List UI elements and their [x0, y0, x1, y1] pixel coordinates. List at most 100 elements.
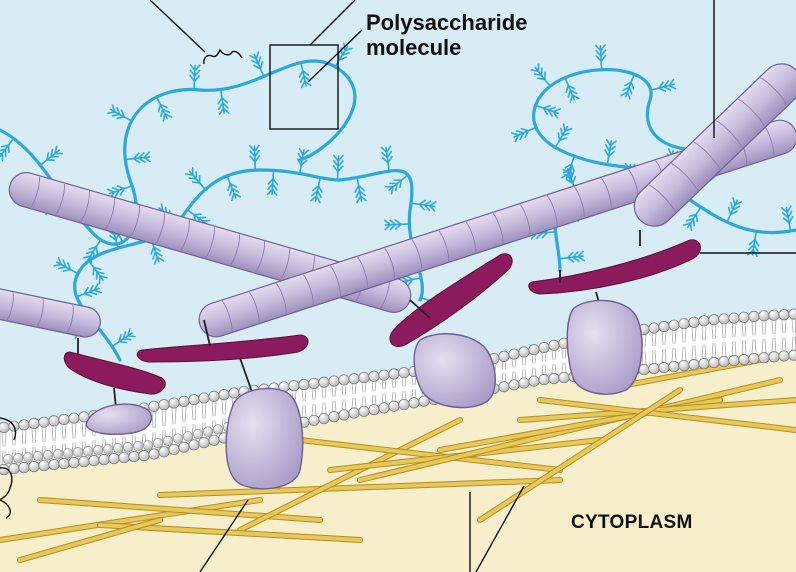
phospholipid-head: [143, 440, 153, 450]
phospholipid-head: [29, 418, 39, 428]
phospholipid-head: [29, 461, 39, 471]
phospholipid-head: [179, 396, 189, 406]
polysaccharide-label: Polysaccharide molecule: [366, 10, 527, 61]
phospholipid-head: [79, 456, 89, 466]
phospholipid-head: [189, 440, 199, 450]
phospholipid-head: [749, 353, 759, 363]
phospholipid-head: [103, 444, 113, 454]
polysaccharide-branch: [93, 251, 94, 258]
phospholipid-head: [159, 399, 169, 409]
phospholipid-head: [499, 382, 509, 392]
phospholipid-head: [123, 442, 133, 452]
phospholipid-head: [549, 373, 559, 383]
phospholipid-head: [379, 370, 389, 380]
phospholipid-head: [699, 358, 709, 368]
phospholipid-head: [229, 388, 239, 398]
phospholipid-head: [519, 378, 529, 388]
phospholipid-head: [349, 374, 359, 384]
phospholipid-head: [679, 360, 689, 370]
phospholipid-head: [309, 415, 319, 425]
phospholipid-head: [659, 362, 669, 372]
integrin-protein: [414, 334, 495, 408]
polysaccharide-label-line1: Polysaccharide: [366, 10, 527, 35]
phospholipid-head: [69, 457, 79, 467]
phospholipid-head: [193, 429, 203, 439]
phospholipid-head: [69, 413, 79, 423]
phospholipid-head: [349, 408, 359, 418]
phospholipid-head: [719, 356, 729, 366]
phospholipid-head: [779, 309, 789, 319]
phospholipid-head: [179, 442, 189, 452]
phospholipid-head: [559, 372, 569, 382]
phospholipid-head: [329, 376, 339, 386]
phospholipid-head: [389, 369, 399, 379]
polysaccharide-branch: [186, 174, 193, 175]
phospholipid-head: [379, 403, 389, 413]
phospholipid-head: [709, 314, 719, 324]
phospholipid-head: [23, 452, 33, 462]
phospholipid-head: [789, 309, 796, 319]
phospholipid-head: [759, 311, 769, 321]
phospholipid-head: [53, 449, 63, 459]
phospholipid-head: [43, 450, 53, 460]
phospholipid-head: [409, 398, 419, 408]
phospholipid-head: [689, 317, 699, 327]
phospholipid-head: [509, 380, 519, 390]
polysaccharide-branch: [128, 336, 135, 337]
phospholipid-head: [329, 412, 339, 422]
phospholipid-head: [319, 413, 329, 423]
polysaccharide-branch: [189, 178, 196, 179]
phospholipid-head: [649, 363, 659, 373]
phospholipid-head: [19, 462, 29, 472]
phospholipid-head: [49, 416, 59, 426]
phospholipid-head: [539, 374, 549, 384]
phospholipid-head: [519, 347, 529, 357]
phospholipid-head: [769, 352, 779, 362]
phospholipid-head: [649, 323, 659, 333]
polysaccharide-branch: [691, 223, 692, 230]
phospholipid-head: [93, 445, 103, 455]
phospholipid-head: [669, 361, 679, 371]
phospholipid-head: [319, 377, 329, 387]
phospholipid-head: [149, 401, 159, 411]
phospholipid-head: [659, 321, 669, 331]
phospholipid-head: [339, 410, 349, 420]
phospholipid-head: [19, 420, 29, 430]
phospholipid-head: [549, 340, 559, 350]
polysaccharide-branch: [696, 214, 697, 221]
phospholipid-head: [169, 398, 179, 408]
polysaccharide-label-line2: molecule: [366, 35, 527, 60]
phospholipid-head: [3, 454, 13, 464]
phospholipid-head: [0, 422, 9, 432]
phospholipid-head: [99, 454, 109, 464]
phospholipid-head: [213, 425, 223, 435]
phospholipid-head: [13, 453, 23, 463]
phospholipid-head: [769, 310, 779, 320]
phospholipid-head: [689, 359, 699, 369]
phospholipid-head: [509, 349, 519, 359]
phospholipid-head: [729, 313, 739, 323]
phospholipid-head: [89, 455, 99, 465]
phospholipid-head: [389, 401, 399, 411]
phospholipid-head: [729, 355, 739, 365]
phospholipid-head: [699, 316, 709, 326]
phospholipid-head: [209, 435, 219, 445]
polysaccharide-branch: [91, 256, 92, 263]
polysaccharide-branch: [693, 219, 694, 226]
phospholipid-head: [49, 459, 59, 469]
phospholipid-head: [359, 406, 369, 416]
phospholipid-head: [369, 371, 379, 381]
phospholipid-head: [529, 376, 539, 386]
phospholipid-head: [119, 452, 129, 462]
phospholipid-head: [289, 381, 299, 391]
phospholipid-head: [209, 391, 219, 401]
phospholipid-head: [679, 319, 689, 329]
phospholipid-head: [789, 350, 796, 360]
phospholipid-head: [83, 446, 93, 456]
phospholipid-head: [199, 437, 209, 447]
phospholipid-head: [109, 453, 119, 463]
phospholipid-head: [309, 378, 319, 388]
phospholipid-head: [133, 441, 143, 451]
polysaccharide-branch: [123, 339, 130, 340]
